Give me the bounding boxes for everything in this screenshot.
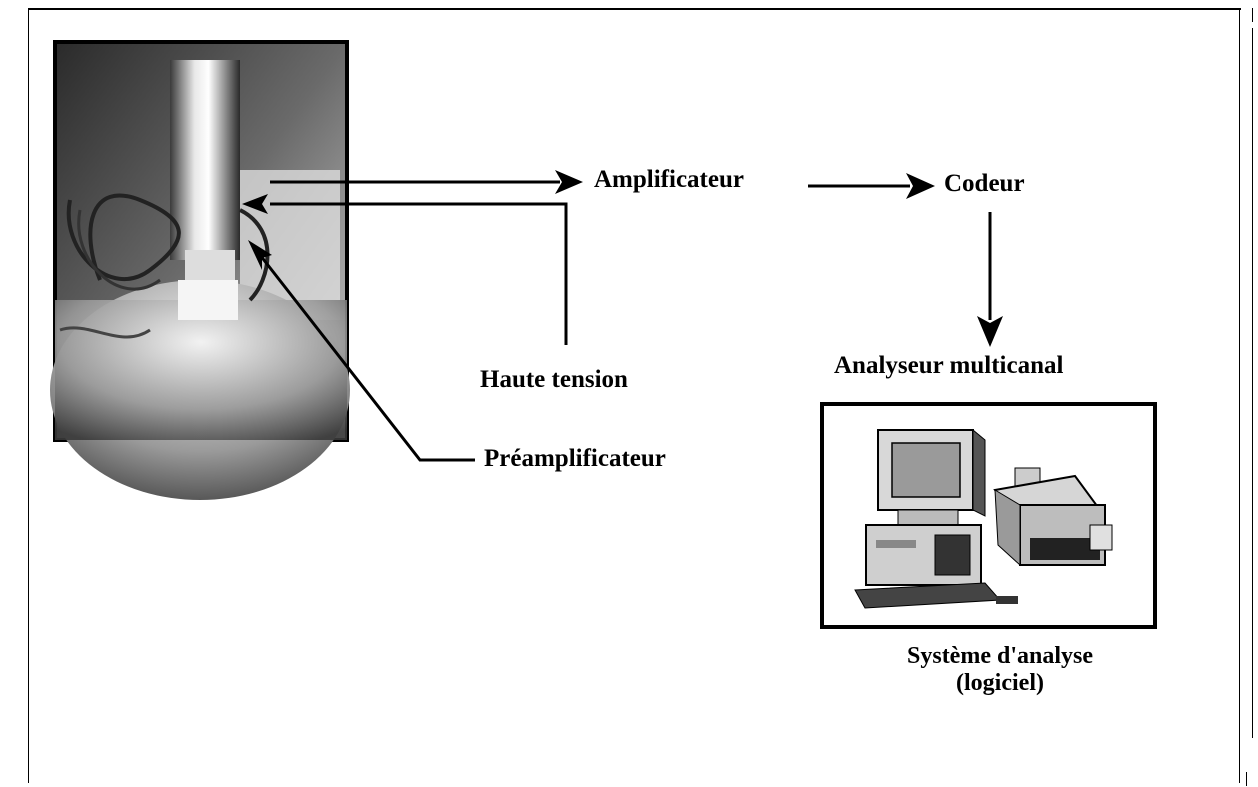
frame-tick bbox=[1252, 8, 1253, 22]
arrowhead-icon bbox=[906, 173, 935, 199]
haute-tension-label: Haute tension bbox=[480, 366, 628, 393]
systeme-caption: Système d'analyse (logiciel) bbox=[850, 643, 1150, 697]
preamplificateur-pointer bbox=[258, 254, 475, 462]
computer-icon bbox=[854, 428, 1018, 609]
frame-tick bbox=[1252, 28, 1253, 738]
arrowhead-icon bbox=[248, 240, 272, 270]
detector-photo-icon bbox=[50, 40, 350, 500]
outer-frame bbox=[28, 8, 1241, 783]
arrowhead-icon bbox=[242, 194, 268, 214]
analyseur-label: Analyseur multicanal bbox=[834, 352, 1064, 379]
systeme-caption-line2: (logiciel) bbox=[956, 670, 1044, 696]
systeme-caption-line1: Système d'analyse bbox=[907, 643, 1093, 669]
amplificateur-label: Amplificateur bbox=[594, 166, 744, 193]
frame-tick bbox=[1246, 772, 1247, 786]
codeur-label: Codeur bbox=[944, 170, 1025, 197]
printer-icon bbox=[993, 467, 1113, 567]
haute-tension-line bbox=[270, 202, 568, 345]
preamplificateur-label: Préamplificateur bbox=[484, 445, 666, 472]
arrowhead-icon bbox=[977, 316, 1003, 347]
frame-right-edge bbox=[1239, 8, 1240, 783]
arrowhead-icon bbox=[555, 170, 583, 194]
